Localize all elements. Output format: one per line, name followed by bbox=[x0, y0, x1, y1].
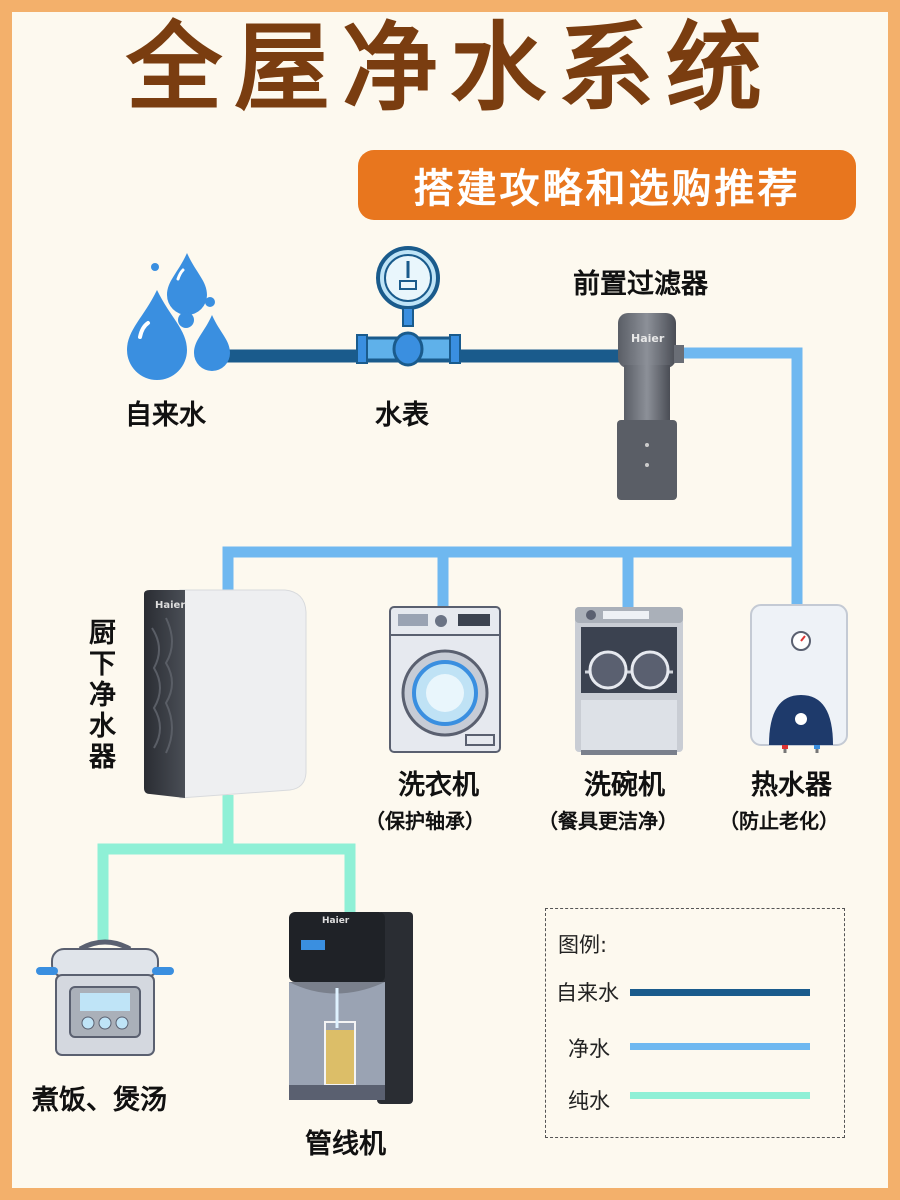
subtitle-badge: 搭建攻略和选购推荐 bbox=[358, 150, 856, 220]
legend-title: 图例: bbox=[558, 933, 608, 957]
clean-water-pipe-main bbox=[222, 347, 803, 595]
dispenser-brand: Haier bbox=[322, 916, 350, 926]
legend-label-clean: 净水 bbox=[568, 1037, 610, 1061]
water-meter-icon bbox=[356, 246, 461, 367]
rice-cooker-label: 煮饭、煲汤 bbox=[32, 1085, 167, 1116]
water-drops-icon bbox=[127, 253, 230, 380]
pure-water-pipe-dispenser bbox=[228, 843, 356, 912]
legend-label-pure: 纯水 bbox=[568, 1089, 610, 1113]
meter-label: 水表 bbox=[375, 400, 429, 431]
kitchen-purifier-label: 厨下净水器 bbox=[89, 618, 116, 773]
legend-line-clean bbox=[630, 1043, 810, 1050]
page-title: 全屋净水系统 bbox=[126, 11, 774, 124]
pure-water-pipe bbox=[97, 795, 234, 942]
prefilter-label: 前置过滤器 bbox=[573, 269, 708, 300]
water-heater-icon bbox=[750, 604, 848, 753]
washing-machine-note: （保护轴承） bbox=[365, 809, 485, 833]
prefilter-device bbox=[617, 313, 684, 500]
legend-line-tap bbox=[630, 989, 810, 996]
source-label: 自来水 bbox=[125, 400, 206, 431]
water-heater-note: （防止老化） bbox=[719, 809, 839, 833]
dishwasher-label: 洗碗机 bbox=[584, 770, 665, 801]
legend-label-tap: 自来水 bbox=[556, 981, 619, 1005]
kitchen-purifier-brand: Haier bbox=[155, 600, 186, 611]
dispenser-device bbox=[289, 912, 413, 1104]
dishwasher-note: （餐具更洁净） bbox=[538, 809, 678, 833]
water-heater-label: 热水器 bbox=[751, 770, 832, 801]
washing-machine-icon bbox=[389, 606, 501, 753]
washing-machine-label: 洗衣机 bbox=[398, 770, 479, 801]
dishwasher-icon bbox=[575, 607, 683, 755]
legend-box: 图例: 自来水 净水 纯水 bbox=[545, 908, 845, 1138]
rice-cooker-icon bbox=[36, 939, 174, 1056]
prefilter-brand: Haier bbox=[631, 332, 665, 345]
legend-line-pure bbox=[630, 1092, 810, 1099]
dispenser-label: 管线机 bbox=[305, 1129, 386, 1160]
kitchen-purifier-device bbox=[144, 589, 307, 799]
